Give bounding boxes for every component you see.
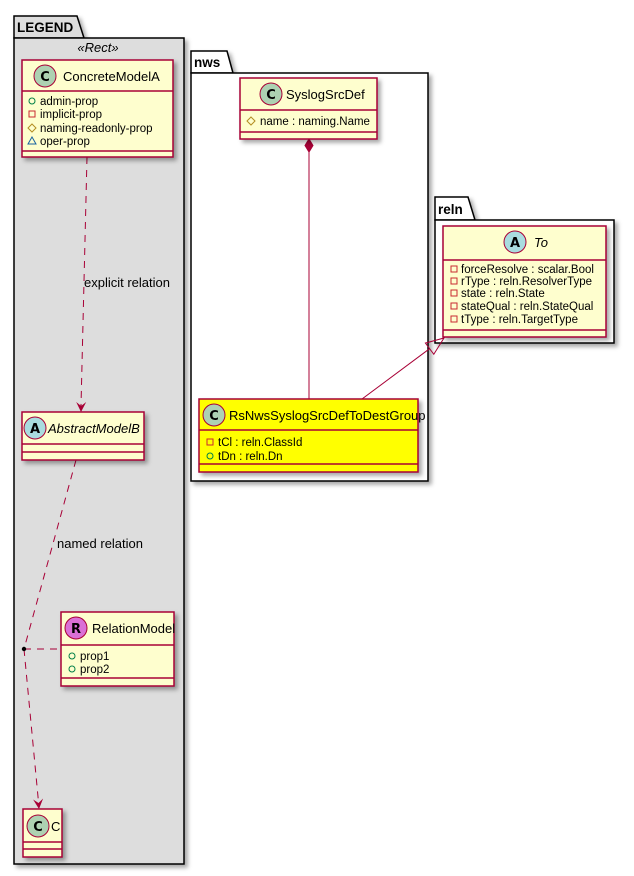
- class-kind-letter: R: [71, 622, 81, 637]
- private-square-icon: [206, 438, 214, 446]
- composition-diamond-icon: [304, 138, 314, 153]
- package-reln-name: reln: [438, 202, 463, 217]
- class-name: AbstractModelB: [47, 421, 140, 436]
- class-box: [198, 398, 419, 473]
- attribute: prop1: [80, 651, 109, 663]
- class-c[interactable]: C C: [22, 808, 63, 858]
- relation-explicit: [76, 156, 88, 412]
- attribute: prop2: [80, 664, 109, 676]
- class-name: SyslogSrcDef: [286, 87, 365, 102]
- relation-named-label: named relation: [57, 536, 143, 551]
- class-a-icon: [503, 230, 527, 254]
- class-kind-letter: C: [33, 820, 43, 835]
- class-name: ConcreteModelA: [63, 69, 160, 84]
- class-kind-letter: A: [510, 236, 520, 251]
- relation-explicit-label: explicit relation: [84, 275, 170, 290]
- dependency-arrowhead-icon: [33, 798, 44, 809]
- public-circle-icon: [68, 665, 76, 673]
- class-relation-model[interactable]: R RelationModel prop1 prop2: [60, 611, 175, 687]
- public-circle-icon: [206, 452, 214, 460]
- public-circle-icon: [68, 652, 76, 660]
- relation-generalization: [361, 337, 446, 400]
- attribute: implicit-prop: [40, 109, 102, 121]
- public-circle-icon: [28, 97, 36, 105]
- class-r-icon: [64, 616, 88, 640]
- class-kind-letter: A: [30, 422, 40, 437]
- attribute: tDn : reln.Dn: [218, 451, 283, 463]
- package-nws-name: nws: [194, 55, 220, 70]
- package-legend-name: LEGEND: [17, 20, 74, 35]
- dependency-arrowhead-icon: [76, 402, 87, 412]
- private-square-icon: [450, 315, 458, 323]
- attribute: tCl : reln.ClassId: [218, 437, 302, 449]
- class-a-icon: [23, 416, 47, 440]
- class-to[interactable]: A To forceResolve : scalar.Bool rType : …: [442, 225, 607, 338]
- class-name: C: [51, 819, 60, 834]
- attribute: naming-readonly-prop: [40, 123, 153, 135]
- generalization-triangle-icon: [424, 337, 446, 356]
- attribute: stateQual : reln.StateQual: [461, 301, 593, 313]
- attribute: admin-prop: [40, 96, 98, 108]
- protected-diamond-icon: [246, 116, 256, 126]
- attribute: tType : reln.TargetType: [461, 314, 578, 326]
- class-kind-letter: C: [40, 70, 50, 85]
- attribute: state : reln.State: [461, 288, 545, 300]
- private-square-icon: [450, 302, 458, 310]
- class-name: To: [534, 235, 548, 250]
- class-c-icon: [259, 82, 283, 106]
- attribute: rType : reln.ResolverType: [461, 276, 592, 288]
- class-c-icon: [202, 403, 226, 427]
- class-rs-nws-syslog-src-def-to-dest-group[interactable]: C RsNwsSyslogSrcDefToDestGroup tCl : rel…: [198, 398, 426, 473]
- attribute: oper-prop: [40, 136, 90, 148]
- relation-named-line-upper: [23, 459, 77, 650]
- relation-composition: [304, 138, 314, 399]
- class-syslog-src-def[interactable]: C SyslogSrcDef name : naming.Name: [239, 77, 378, 140]
- relation-named: [21, 459, 77, 809]
- class-kind-letter: C: [209, 409, 219, 424]
- class-abstract-model-b[interactable]: A AbstractModelB: [21, 411, 145, 461]
- package-triangle-icon: [27, 135, 37, 145]
- private-square-icon: [28, 110, 36, 118]
- class-c-icon: [26, 814, 50, 838]
- relation-generalization-line: [361, 348, 430, 400]
- attribute: name : naming.Name: [260, 116, 370, 128]
- class-c-icon: [33, 64, 57, 88]
- class-name: RsNwsSyslogSrcDefToDestGroup: [229, 408, 426, 423]
- private-square-icon: [450, 277, 458, 285]
- attribute: forceResolve : scalar.Bool: [461, 264, 594, 276]
- class-kind-letter: C: [266, 88, 276, 103]
- class-name: RelationModel: [92, 621, 175, 636]
- association-point-icon: [21, 646, 27, 652]
- relation-explicit-line: [80, 156, 88, 407]
- class-concrete-model-a[interactable]: C ConcreteModelA admin-prop implicit-pro…: [21, 59, 174, 158]
- private-square-icon: [450, 265, 458, 273]
- package-legend-stereotype: «Rect»: [77, 40, 118, 55]
- protected-diamond-icon: [27, 123, 37, 133]
- private-square-icon: [450, 289, 458, 297]
